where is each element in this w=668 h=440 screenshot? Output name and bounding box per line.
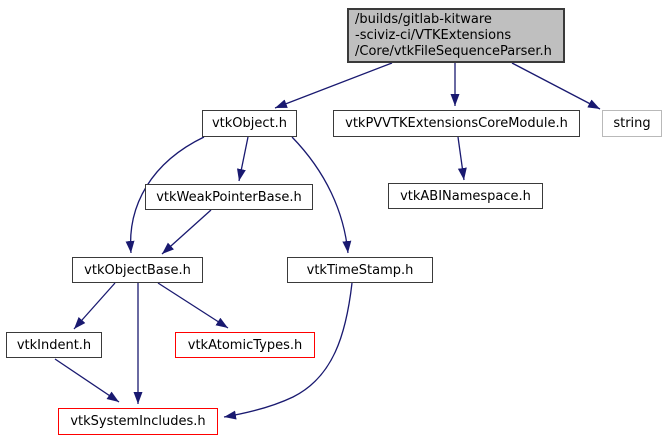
edge-vtkpvvtkextensionscoremodule-to-vtkabinamespace xyxy=(457,136,467,181)
edge-main-to-vtkobject xyxy=(274,62,393,109)
edge-main-to-string xyxy=(511,62,601,110)
graph-node-vtkabinamespace[interactable]: vtkABINamespace.h xyxy=(388,183,543,209)
main-file-line-2: -sciviz-ci/VTKExtensions xyxy=(355,27,512,43)
graph-node-vtktimestamp[interactable]: vtkTimeStamp.h xyxy=(287,257,433,283)
graph-node-main-file: /builds/gitlab-kitware -sciviz-ci/VTKExt… xyxy=(347,8,565,63)
graph-node-vtkatomictypes[interactable]: vtkAtomicTypes.h xyxy=(175,332,315,358)
graph-node-vtkindent[interactable]: vtkIndent.h xyxy=(6,332,102,358)
graph-node-string: string xyxy=(602,110,662,137)
edge-vtkindent-to-vtksystemincludes xyxy=(54,358,120,403)
edge-vtkobject-to-vtktimestamp xyxy=(291,136,352,254)
edge-vtktimestamp-to-vtksystemincludes xyxy=(223,282,353,420)
graph-node-vtkpvvtkextensionscoremodule[interactable]: vtkPVVTKExtensionsCoreModule.h xyxy=(333,110,580,137)
main-file-line-1: /builds/gitlab-kitware xyxy=(355,11,492,27)
graph-node-vtkobjectbase[interactable]: vtkObjectBase.h xyxy=(72,257,203,283)
graph-node-vtksystemincludes[interactable]: vtkSystemIncludes.h xyxy=(58,408,218,435)
edge-vtkweakpointerbase-to-vtkobjectbase xyxy=(161,209,212,255)
main-file-line-3: /Core/vtkFileSequenceParser.h xyxy=(355,43,552,59)
edge-vtkobjectbase-to-vtkatomictypes xyxy=(157,282,229,329)
graph-node-vtkobject[interactable]: vtkObject.h xyxy=(202,110,297,137)
graph-node-vtkweakpointerbase[interactable]: vtkWeakPointerBase.h xyxy=(145,184,313,210)
edge-vtkobject-to-vtkweakpointerbase xyxy=(236,136,249,182)
edge-vtkobjectbase-to-vtkindent xyxy=(73,282,116,330)
